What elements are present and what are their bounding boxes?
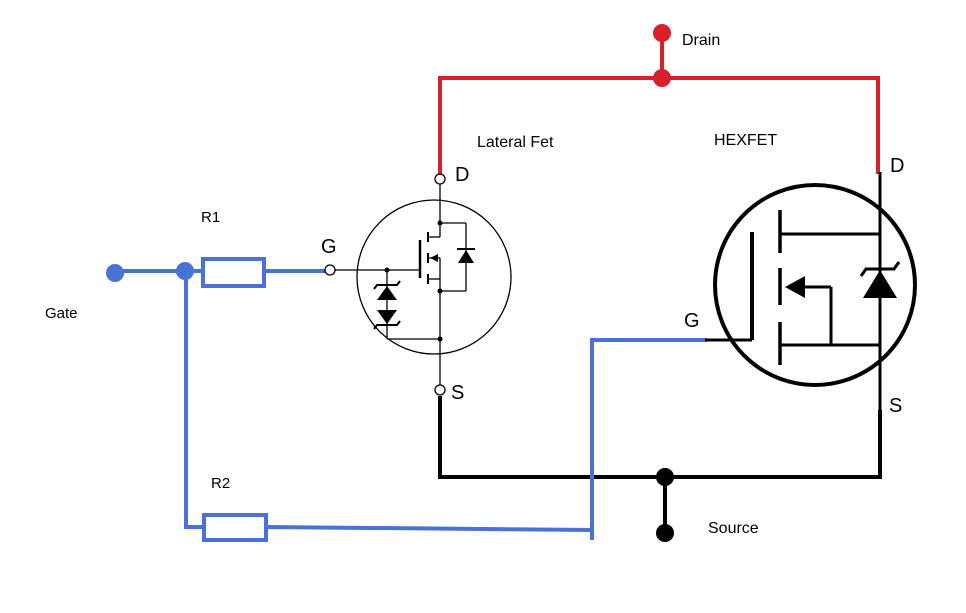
lateral-source-label: S bbox=[451, 382, 464, 404]
hexfet-symbol bbox=[705, 172, 917, 412]
lateral-gate-pin bbox=[324, 264, 336, 276]
hexfet-title: HEXFET bbox=[714, 132, 777, 149]
r1-label: R1 bbox=[201, 209, 220, 226]
gate-terminal-node bbox=[106, 264, 124, 282]
drain-net bbox=[438, 31, 880, 174]
lateral-drain-label: D bbox=[455, 164, 469, 186]
hexfet-drain-label: D bbox=[890, 155, 904, 177]
lateral-fet-title: Lateral Fet bbox=[477, 134, 554, 151]
source-net bbox=[438, 396, 882, 535]
source-terminal-node bbox=[656, 524, 674, 542]
source-terminal-label: Source bbox=[708, 520, 759, 537]
gate-junction-node bbox=[176, 262, 194, 280]
lateral-gate-junction bbox=[384, 267, 390, 273]
hexfet-gate-label: G bbox=[684, 310, 700, 332]
lateral-drain-junction bbox=[437, 220, 443, 226]
r2-resistor bbox=[202, 513, 268, 542]
lateral-drain-pin bbox=[434, 173, 446, 185]
hexfet-source-label: S bbox=[889, 395, 902, 417]
r2-right-wire bbox=[263, 524, 595, 533]
source-junction-node bbox=[656, 468, 674, 486]
lateral-fet-body-circle bbox=[356, 199, 512, 355]
lateral-source-junction bbox=[437, 288, 443, 294]
hexfet-body-circle bbox=[713, 183, 917, 387]
drain-terminal-label: Drain bbox=[682, 32, 720, 49]
r2-label: R2 bbox=[211, 475, 230, 492]
drain-terminal-node bbox=[653, 24, 671, 42]
lateral-fet-symbol bbox=[324, 173, 512, 396]
lateral-zener-junction bbox=[437, 336, 443, 342]
lateral-source-pin bbox=[434, 384, 446, 396]
r1-resistor bbox=[201, 257, 266, 288]
lateral-gate-label: G bbox=[321, 236, 337, 258]
gate-net bbox=[113, 269, 707, 540]
drain-junction-node bbox=[653, 69, 671, 87]
gate-terminal-label: Gate bbox=[45, 305, 78, 322]
